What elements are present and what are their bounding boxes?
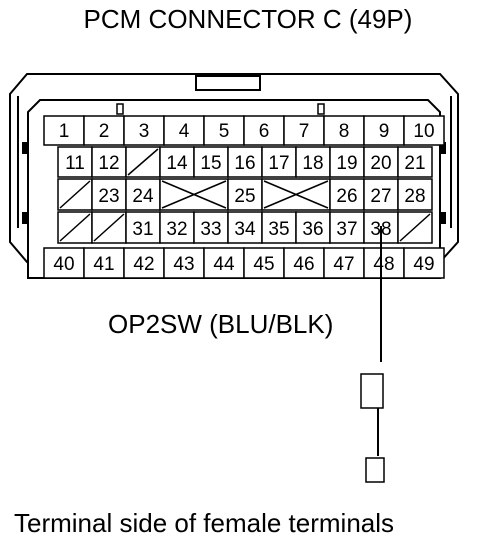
terminal-cavity (243, 115, 285, 146)
terminal-cavity (323, 115, 365, 146)
pin-label: 5 (219, 121, 230, 142)
pin-label: 41 (93, 254, 114, 275)
blocked-cavity-cross (161, 180, 227, 209)
terminal-cavity (163, 247, 205, 279)
pin-label: 35 (268, 219, 289, 240)
pin-label: 24 (132, 186, 154, 207)
terminal-cavity (43, 247, 85, 279)
terminal-cavity (283, 115, 325, 146)
pin-label: 23 (98, 186, 119, 207)
terminal-cavity (123, 247, 165, 279)
terminal-cavity (397, 178, 433, 211)
pin-label: 20 (370, 153, 391, 174)
pin-label: 31 (132, 219, 153, 240)
terminal-cavity (125, 178, 161, 211)
pin-label: 15 (200, 153, 221, 174)
terminal-cavity (227, 178, 263, 211)
terminal-cavity (43, 115, 85, 146)
pin-label: 9 (379, 121, 390, 142)
pin-label: 25 (234, 186, 255, 207)
pin-label: 37 (336, 219, 357, 240)
pin-row-1: 1 2 3 4 5 6 7 8 9 10 (43, 115, 445, 146)
pin-label: 44 (213, 254, 235, 275)
terminal-cavity (227, 146, 263, 178)
terminal-cavity (363, 247, 405, 279)
terminal-cavity (83, 247, 125, 279)
probe-body (360, 373, 384, 409)
pin-row-3: 23 24 25 26 27 28 (57, 178, 433, 211)
pin-label: 36 (302, 219, 323, 240)
pin-label: 32 (166, 219, 187, 240)
pin-label: 17 (268, 153, 289, 174)
pin-label: 33 (200, 219, 221, 240)
empty-cavity-slash (59, 180, 91, 209)
terminal-cavity (261, 211, 297, 244)
pin-label: 1 (59, 121, 70, 142)
diagram-title: PCM CONNECTOR C (49P) (83, 4, 413, 34)
terminal-cavity (403, 115, 445, 146)
pin-label: 2 (99, 121, 110, 142)
pin-label: 43 (173, 254, 194, 275)
pin-label: 14 (166, 153, 188, 174)
side-marker (440, 212, 446, 224)
terminal-cavity (125, 211, 161, 244)
terminal-cavity (193, 211, 229, 244)
terminal-cavity (203, 115, 245, 146)
diagram-caption: Terminal side of female terminals (14, 508, 395, 538)
pin-label: 7 (299, 121, 310, 142)
side-marker (22, 142, 28, 154)
pin-label: 42 (133, 254, 154, 275)
pin-label: 21 (404, 153, 425, 174)
terminal-cavity (323, 247, 365, 279)
probe-tip (365, 457, 385, 483)
pin-label: 11 (65, 153, 85, 174)
wire-label: OP2SW (BLU/BLK) (108, 309, 334, 339)
pin-label: 26 (336, 186, 357, 207)
empty-cavity-slash (127, 148, 159, 176)
connector-key (317, 103, 325, 115)
connector-latch (195, 75, 261, 91)
pin-label: 4 (179, 121, 190, 142)
connector-key (116, 103, 124, 115)
pin-label: 47 (333, 254, 354, 275)
terminal-cavity (57, 146, 93, 178)
pin-label: 40 (53, 254, 74, 275)
pin-label: 18 (302, 153, 323, 174)
pin-label: 8 (339, 121, 350, 142)
pin-label: 48 (373, 254, 394, 275)
terminal-cavity (329, 178, 365, 211)
side-marker (440, 142, 446, 154)
terminal-cavity (403, 247, 445, 279)
pin-label: 6 (259, 121, 270, 142)
terminal-cavity (283, 247, 325, 279)
terminal-cavity (91, 146, 127, 178)
terminal-cavity (91, 178, 127, 211)
pin-label: 45 (253, 254, 274, 275)
empty-cavity-slash (399, 213, 431, 242)
pin-row-5: 40 41 42 43 44 45 46 47 48 49 (43, 247, 445, 279)
pin-label: 27 (370, 186, 391, 207)
terminal-cavity (193, 146, 229, 178)
pin-label: 19 (336, 153, 357, 174)
terminal-cavity (397, 146, 433, 178)
pin-label: 3 (139, 121, 150, 142)
pin-label: 16 (234, 153, 255, 174)
terminal-cavity (329, 211, 365, 244)
pin-label: 46 (293, 254, 314, 275)
pin-row-4: 31 32 33 34 35 36 37 38 (57, 211, 433, 244)
blocked-cavity-cross (263, 180, 329, 209)
pin-label: 49 (413, 254, 434, 275)
pin-label: 10 (413, 121, 434, 142)
pin-label: 28 (404, 186, 425, 207)
pin-label: 12 (98, 153, 119, 174)
empty-cavity-slash (93, 213, 125, 242)
pin-row-2: 11 12 14 15 16 17 18 19 20 21 (57, 146, 433, 178)
terminal-cavity (261, 146, 297, 178)
terminal-cavity (203, 247, 245, 279)
empty-cavity-slash (59, 213, 91, 242)
side-marker (22, 212, 28, 224)
pin-label: 34 (234, 219, 256, 240)
